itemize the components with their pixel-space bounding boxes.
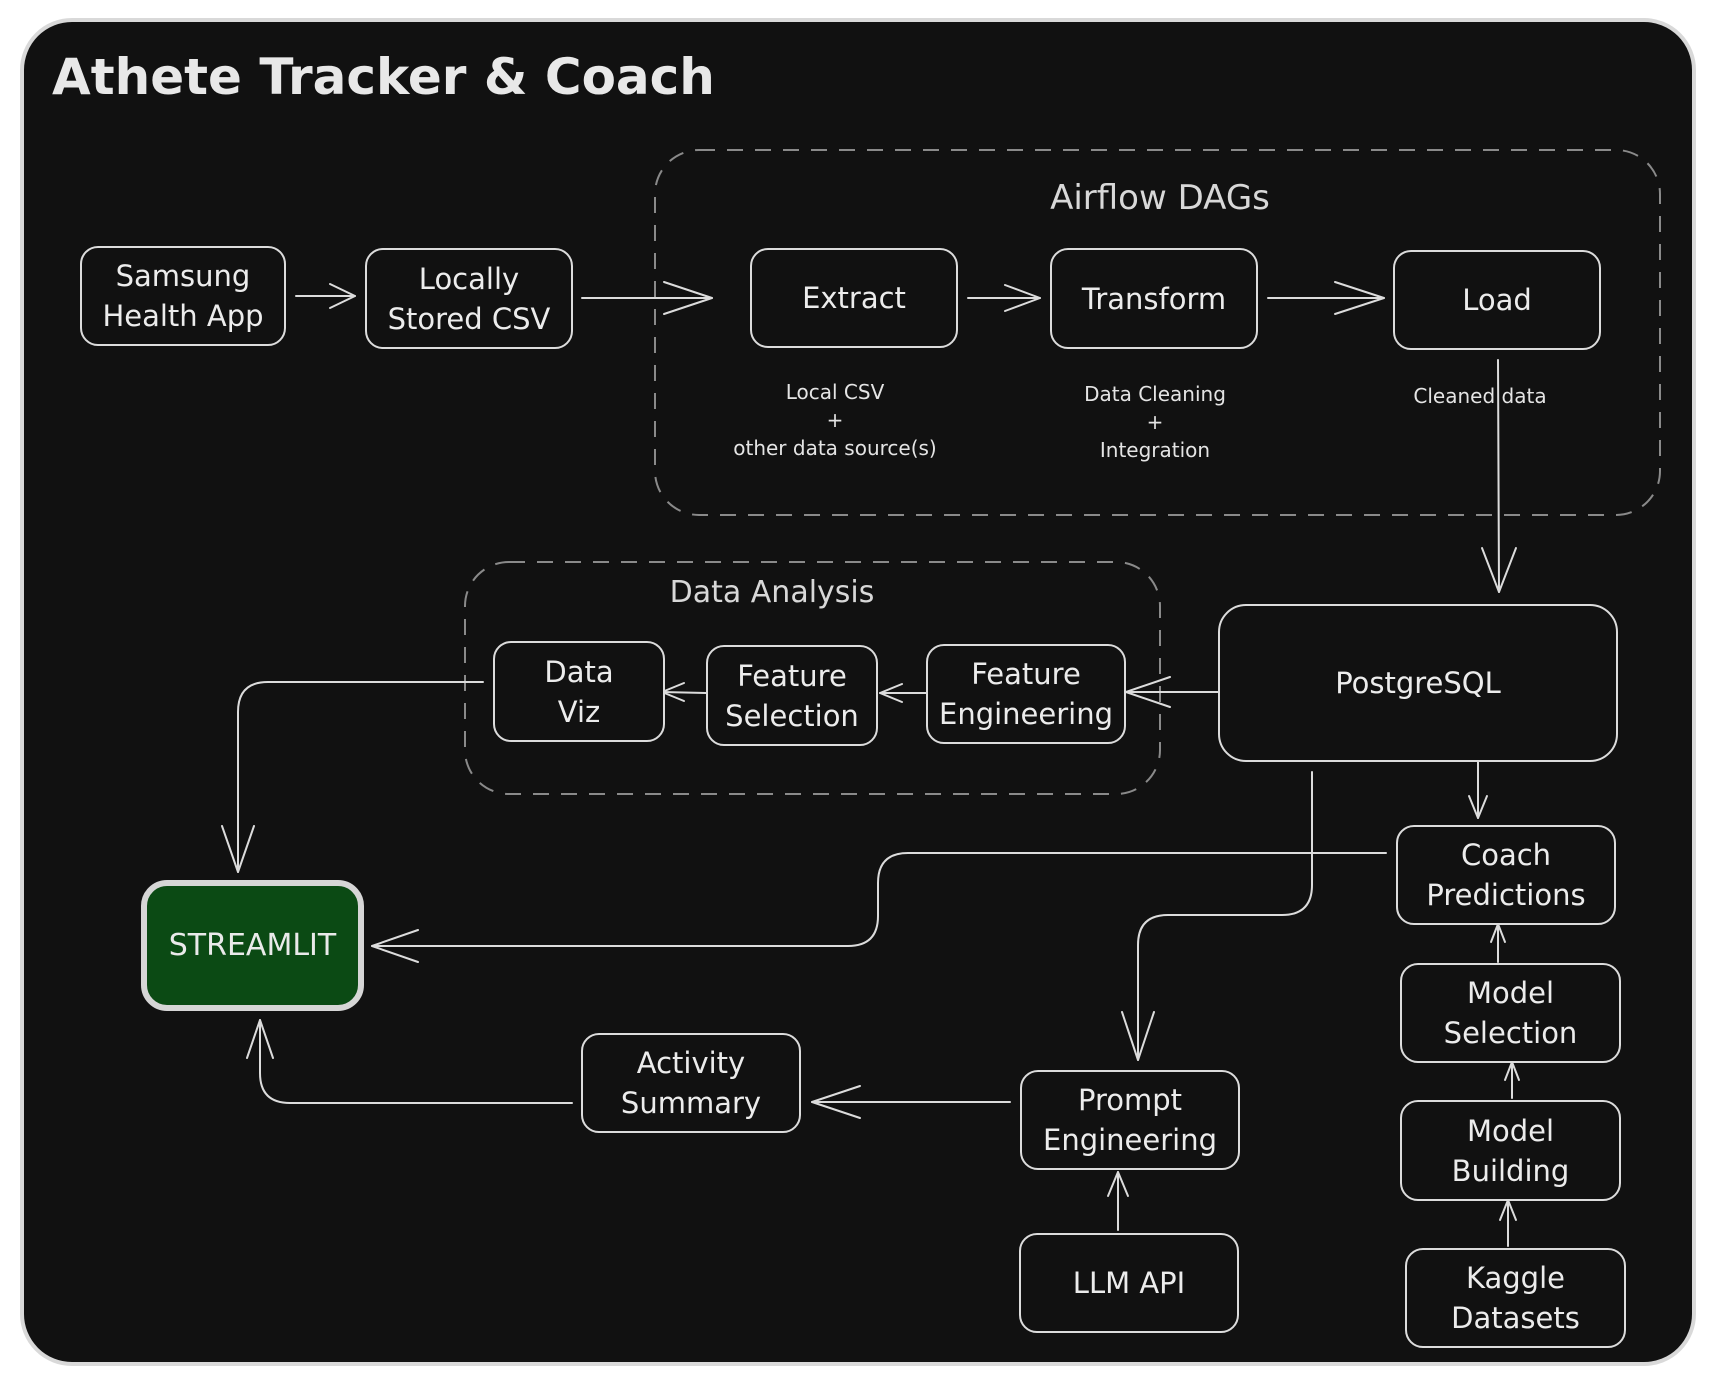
node-feature-engineering: Feature Engineering (926, 644, 1126, 744)
analysis-group-box (464, 561, 1161, 795)
node-extract: Extract (750, 248, 958, 348)
node-coach-predictions: Coach Predictions (1396, 825, 1616, 925)
node-samsung-health-app: Samsung Health App (80, 246, 286, 346)
node-llm-api: LLM API (1019, 1233, 1239, 1333)
arrowhead-load (1334, 281, 1385, 315)
node-feature-selection: Feature Selection (706, 645, 878, 746)
edge-postgres-prompt (1137, 771, 1313, 1061)
edge-activity-streamlit (259, 1019, 573, 1104)
node-transform: Transform (1050, 248, 1258, 349)
node-postgresql: PostgreSQL (1218, 604, 1618, 762)
airflow-group-label: Airflow DAGs (1050, 178, 1270, 218)
arrowhead-postgres (1481, 547, 1517, 593)
edge-load-postgres (1497, 359, 1500, 593)
arrowhead-transform (1004, 284, 1041, 312)
arrowhead-activity (811, 1085, 861, 1119)
airflow-group-box (654, 149, 1661, 516)
arrowhead-csv (329, 283, 356, 309)
arrowhead-feateng (1125, 676, 1171, 708)
arrowhead-extract (663, 281, 713, 315)
arrowhead-prompt (1121, 1011, 1155, 1061)
edge-dataviz-streamlit (237, 681, 484, 873)
edge-coach-streamlit (371, 852, 1387, 947)
streamlit-app: STREAMLIT (141, 880, 364, 1011)
node-data-viz: Data Viz (493, 641, 665, 742)
note-load: Cleaned data (1413, 384, 1547, 408)
arrowhead-featsel (879, 683, 903, 703)
arrowhead-coach (1468, 795, 1488, 819)
analysis-group-label: Data Analysis (669, 575, 875, 610)
note-extract: Local CSV + other data source(s) (733, 380, 937, 460)
node-model-selection: Model Selection (1400, 963, 1621, 1063)
node-load: Load (1393, 250, 1601, 350)
node-locally-stored-csv: Locally Stored CSV (365, 248, 573, 349)
node-prompt-engineering: Prompt Engineering (1020, 1070, 1240, 1170)
node-kaggle-datasets: Kaggle Datasets (1405, 1248, 1626, 1348)
edge-featsel-dataviz (661, 691, 707, 694)
arrowhead-streamlit-top (221, 825, 255, 873)
node-model-building: Model Building (1400, 1100, 1621, 1201)
note-transform: Data Cleaning + Integration (1084, 382, 1226, 462)
arrowhead-streamlit-bottom (246, 1019, 274, 1059)
diagram-title: Athete Tracker & Coach (52, 48, 715, 106)
node-activity-summary: Activity Summary (581, 1033, 801, 1133)
arrowhead-llm (1107, 1171, 1129, 1197)
arrowhead-streamlit-right (371, 929, 419, 963)
